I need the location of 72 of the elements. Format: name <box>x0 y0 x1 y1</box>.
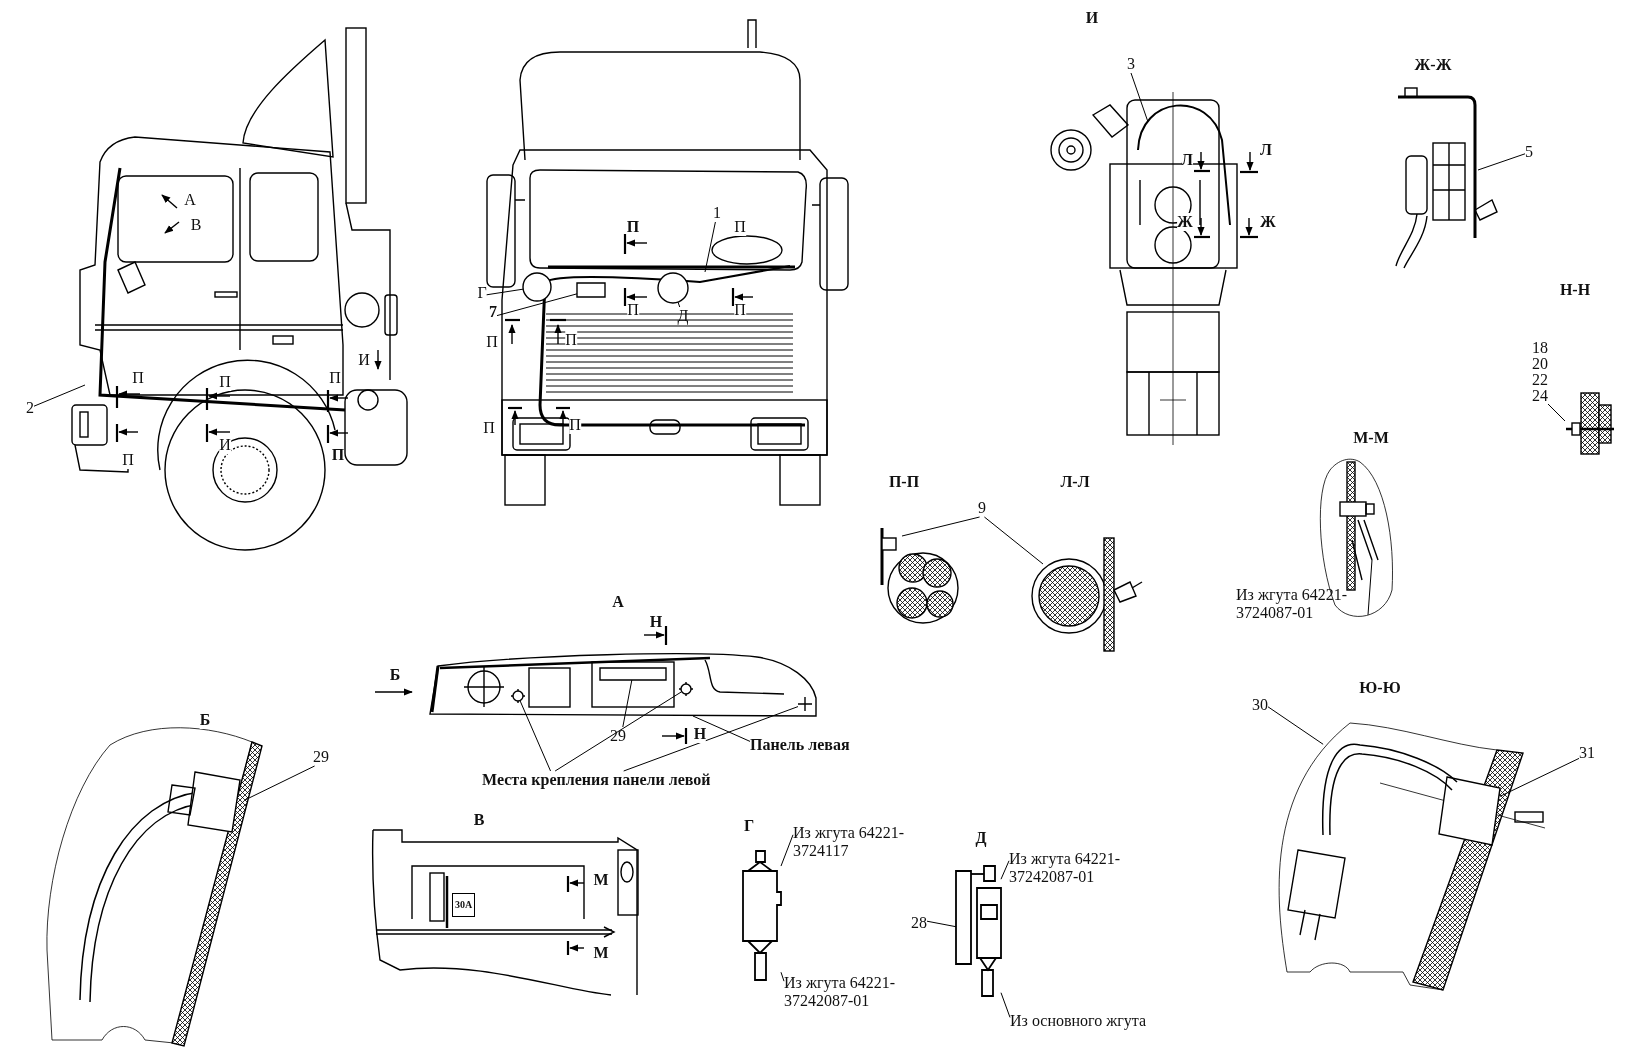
callout-number: 3 <box>1127 55 1135 73</box>
connector-drawing <box>742 850 782 981</box>
leader-line <box>677 301 681 308</box>
detail-circle <box>657 272 689 304</box>
leader-line <box>486 288 524 296</box>
leader-line <box>901 516 981 537</box>
leader-line <box>1267 706 1324 745</box>
section-letter: П <box>122 451 134 469</box>
fuse-holder <box>599 667 667 681</box>
section-letter: П <box>219 373 231 391</box>
callout-number: 2 <box>26 399 34 417</box>
view-title: Б <box>199 711 211 729</box>
mount-mark <box>797 696 813 712</box>
leader-line <box>780 834 794 867</box>
leader-line <box>244 765 316 801</box>
note-text: Из жгута 64221-37242087-01 <box>784 974 924 1010</box>
callout-number: 31 <box>1579 744 1595 762</box>
section-letter: Ж <box>1177 213 1193 231</box>
leader-line <box>1130 72 1149 123</box>
harness-tube <box>1321 743 1458 836</box>
section-letter: Н <box>693 725 707 743</box>
section-letter: И <box>219 436 231 454</box>
panel-outline <box>429 653 817 717</box>
view-title: Д <box>975 829 987 847</box>
section-letter: П <box>734 218 746 236</box>
note-text: Из жгута 64221-37242087-01 <box>1009 850 1149 886</box>
callout-number: 29 <box>610 727 626 745</box>
leader-line <box>1000 860 1010 880</box>
callout-number: 29 <box>313 748 329 766</box>
callout-number: 5 <box>1525 143 1533 161</box>
leader-line <box>33 384 86 407</box>
detail-circle <box>522 272 552 302</box>
leader-line <box>926 920 957 928</box>
section-letter: П <box>626 218 640 236</box>
callout-number: 1 <box>713 204 721 222</box>
leader-line <box>983 516 1044 565</box>
callout-number: 20 <box>1532 356 1548 372</box>
callout-number: 22 <box>1532 372 1548 388</box>
callout-number: 28 <box>911 914 927 932</box>
leader-line <box>780 971 785 982</box>
fuse-box <box>452 893 476 917</box>
callout-number: 7 <box>489 303 497 321</box>
view-letter: Г <box>477 284 487 302</box>
leader-line <box>1547 403 1566 422</box>
note-text: Из жгута 64221-3724087-01 <box>1236 586 1368 622</box>
leader-line <box>623 706 799 772</box>
note-text: Панель левая <box>750 736 850 754</box>
section-letter: П <box>569 416 581 434</box>
leader-line <box>1000 992 1011 1018</box>
note-text: Места крепления панели левой <box>482 771 711 789</box>
mount-hole <box>512 690 524 702</box>
mount-hole <box>680 683 692 695</box>
connector-drawing <box>955 865 1002 997</box>
leader-line <box>704 221 716 273</box>
note-text: Из жгута 64221-3724117 <box>793 824 933 860</box>
leader-line <box>554 691 683 772</box>
leader-line <box>1499 757 1580 797</box>
leader-line <box>519 700 552 772</box>
note-text: Из основного жгута <box>1010 1012 1147 1030</box>
leader-line <box>1367 559 1373 616</box>
view-letter: Д <box>677 307 689 325</box>
callout-number: 18 <box>1532 340 1548 356</box>
callout-number: 24 <box>1532 388 1548 404</box>
leader-line <box>622 679 633 728</box>
clamp <box>1438 776 1501 846</box>
callout-number: 30 <box>1252 696 1268 714</box>
leader-line <box>1477 153 1526 171</box>
leader-line <box>692 715 751 742</box>
leader-line <box>496 293 578 317</box>
relay-box <box>576 282 606 298</box>
callout-number: 9 <box>978 499 986 517</box>
fuse-rating: 30А <box>455 898 473 912</box>
